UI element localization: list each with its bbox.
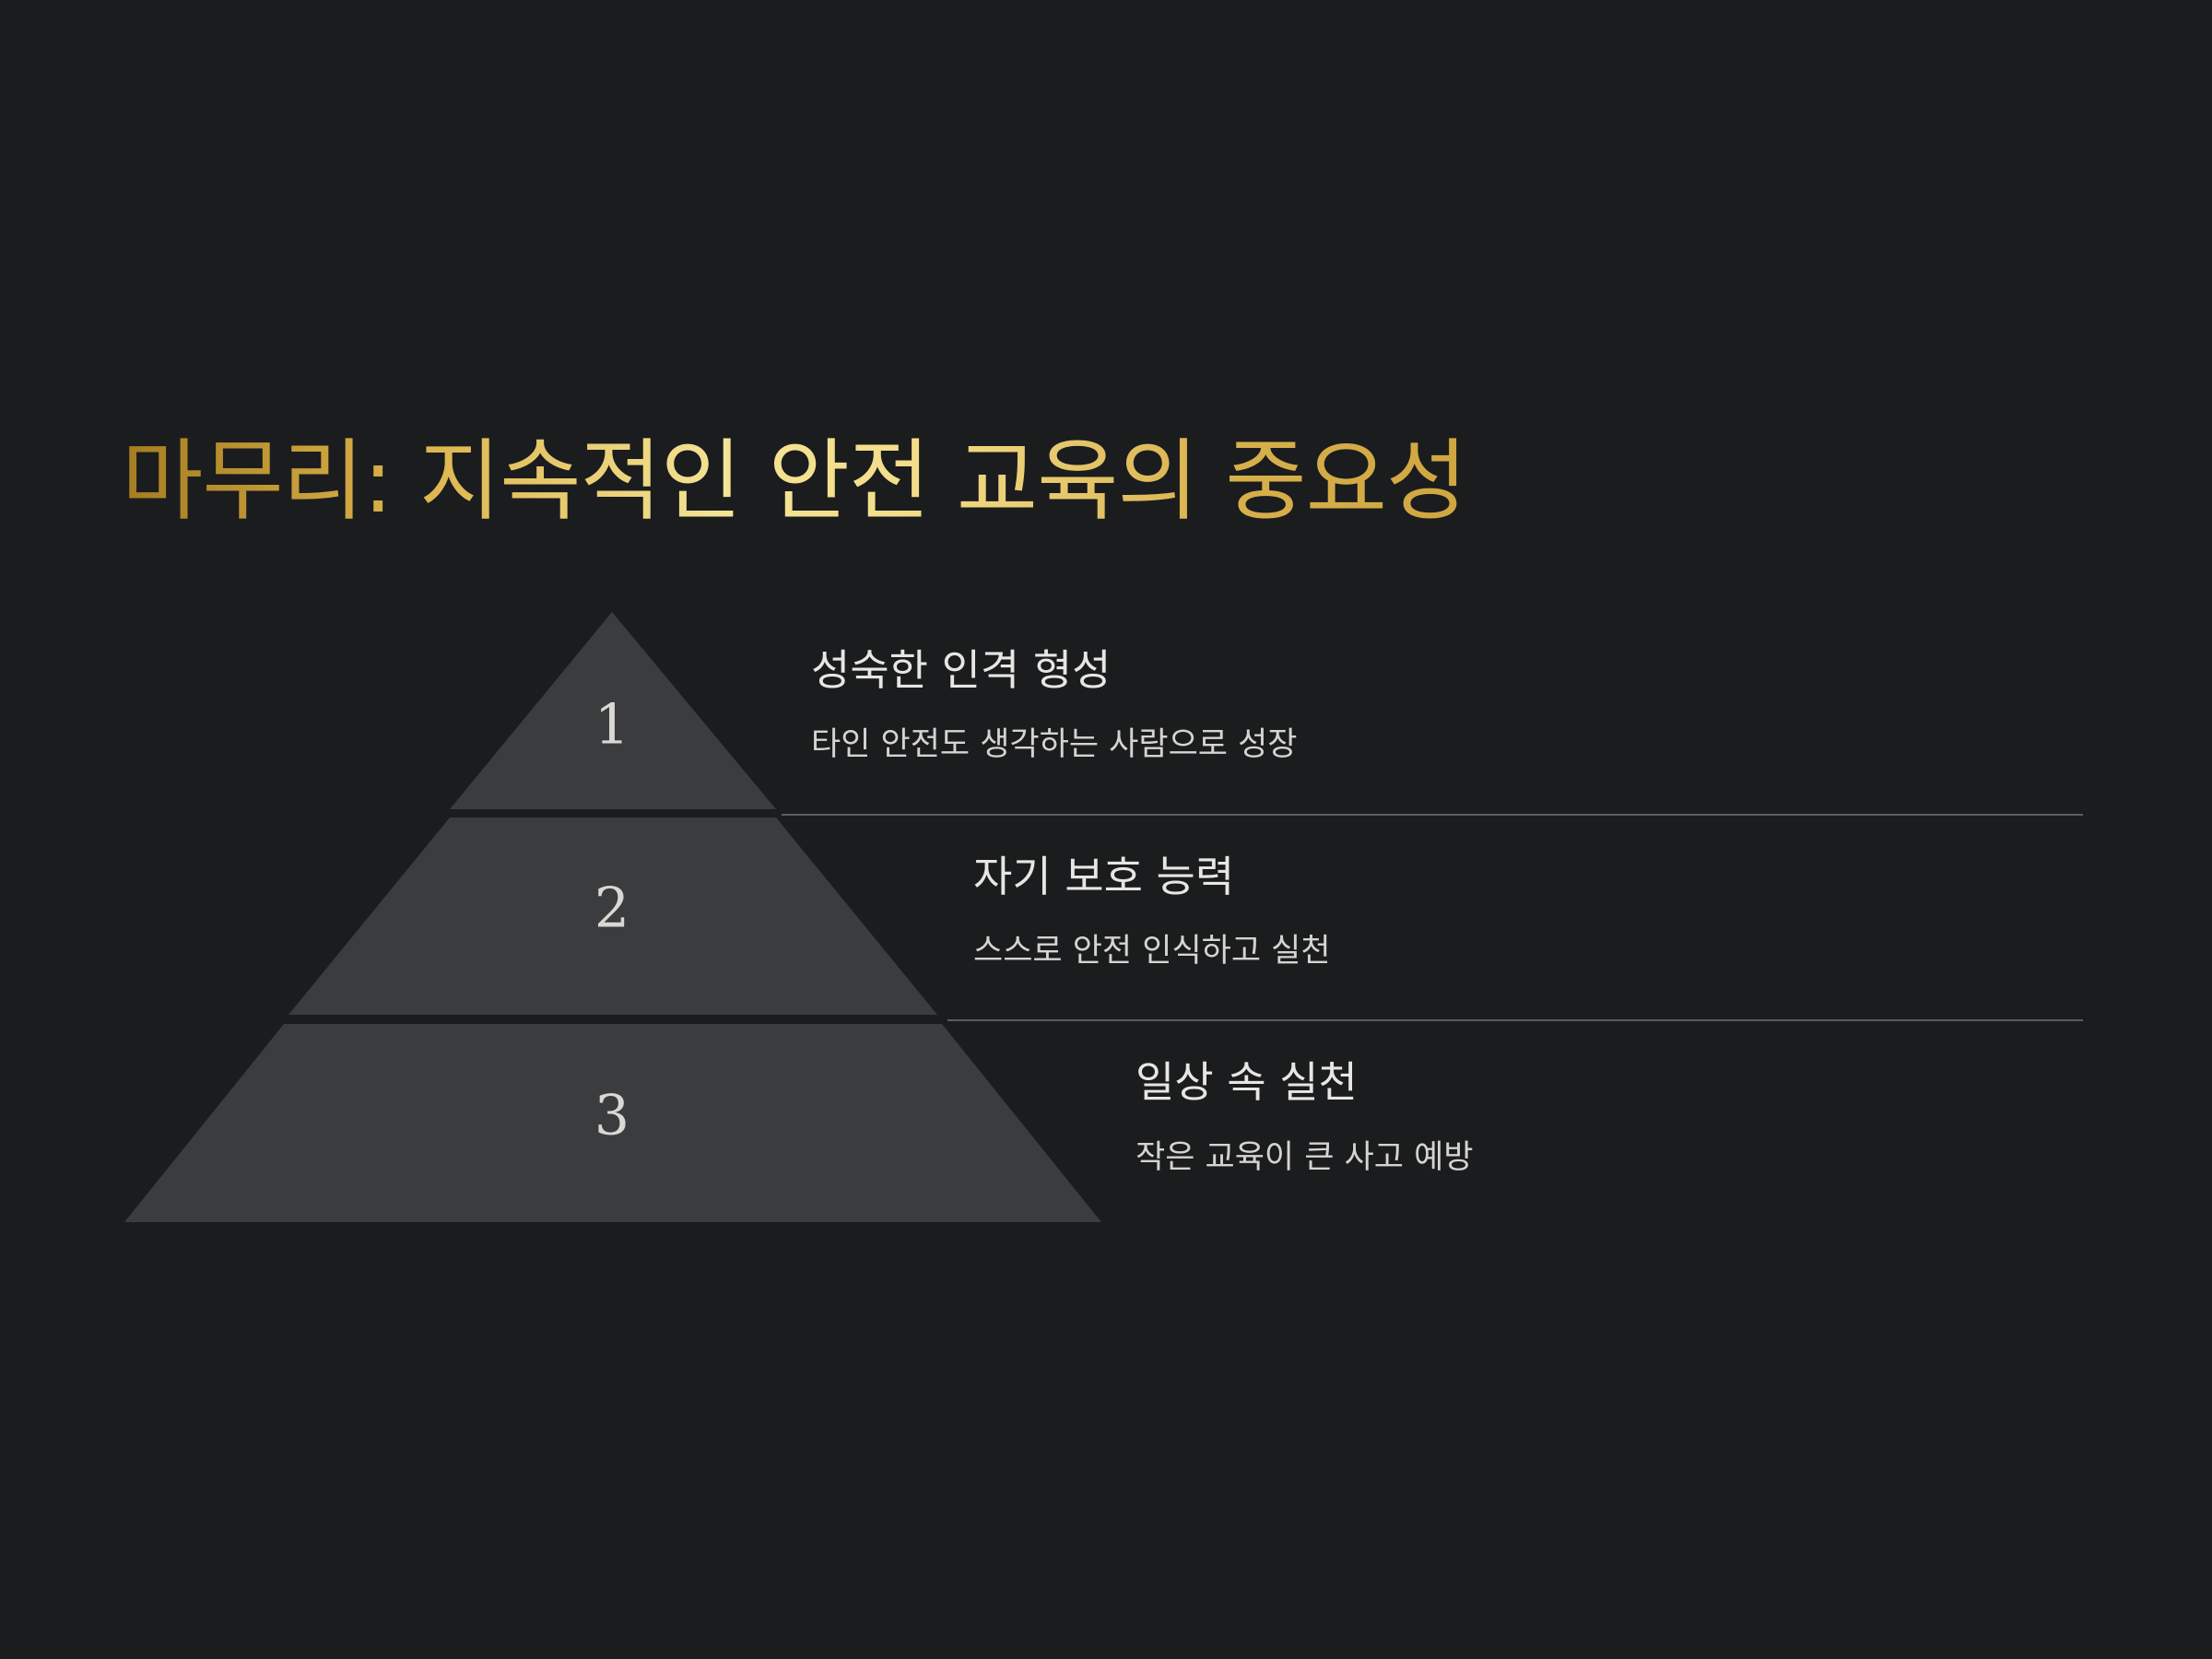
tier-1-number: 1 <box>594 693 629 758</box>
pyramid-tier-3 <box>124 1024 1101 1222</box>
tier-2-title: 자기 보호 능력 <box>973 852 1235 901</box>
slide-title: 마무리: 지속적인 안전 교육의 중요성 <box>122 426 1467 536</box>
pyramid-tier-2 <box>288 818 937 1015</box>
tier-3-number: 3 <box>594 1084 629 1148</box>
tier-3-title: 일상 속 실천 <box>1135 1057 1358 1107</box>
tier-3-description: 작은 교육이 큰 사고 예방 <box>1135 1139 1474 1176</box>
tier-2-description: 스스로 안전 인식하고 실천 <box>973 933 1331 970</box>
pyramid-tier-1 <box>450 612 776 809</box>
tier-1-description: 타인 안전도 생각하는 사람으로 성장 <box>811 726 1298 763</box>
tier-2-number: 2 <box>594 877 629 941</box>
tier-1-title: 성숙한 인격 형성 <box>811 645 1112 695</box>
